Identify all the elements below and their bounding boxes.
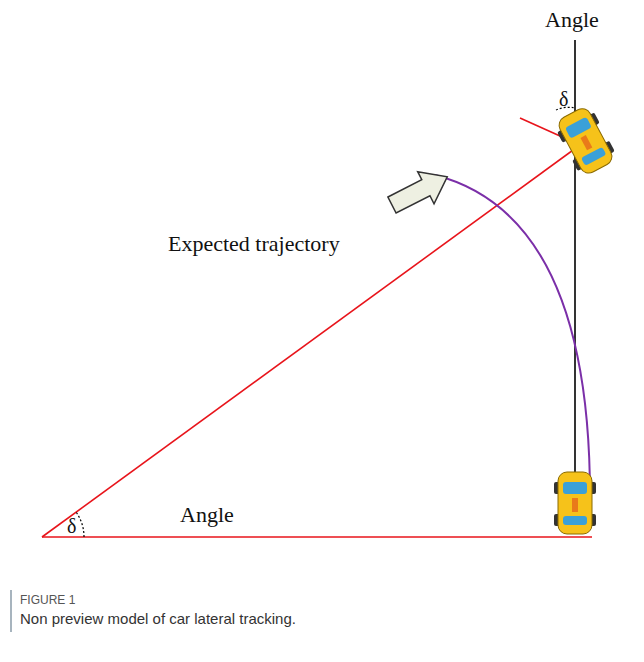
car-icon <box>554 472 596 534</box>
direction-arrow <box>384 161 456 221</box>
figure-caption: Non preview model of car lateral trackin… <box>20 611 620 628</box>
angle-arc <box>76 512 84 537</box>
figure-number: FIGURE 1 <box>20 594 75 607</box>
angle-symbol: δ <box>67 515 76 537</box>
trajectory-curve <box>435 175 590 497</box>
diagonal-line <box>42 145 580 537</box>
trajectory-label: Expected trajectory <box>168 232 340 256</box>
angle-symbol: δ <box>559 88 568 110</box>
angle-label: Angle <box>545 8 599 32</box>
base-line <box>42 536 592 538</box>
car-icon <box>552 104 618 178</box>
vertical-line <box>574 40 576 500</box>
angle-label: Angle <box>180 503 234 527</box>
caption-rule <box>10 590 12 632</box>
